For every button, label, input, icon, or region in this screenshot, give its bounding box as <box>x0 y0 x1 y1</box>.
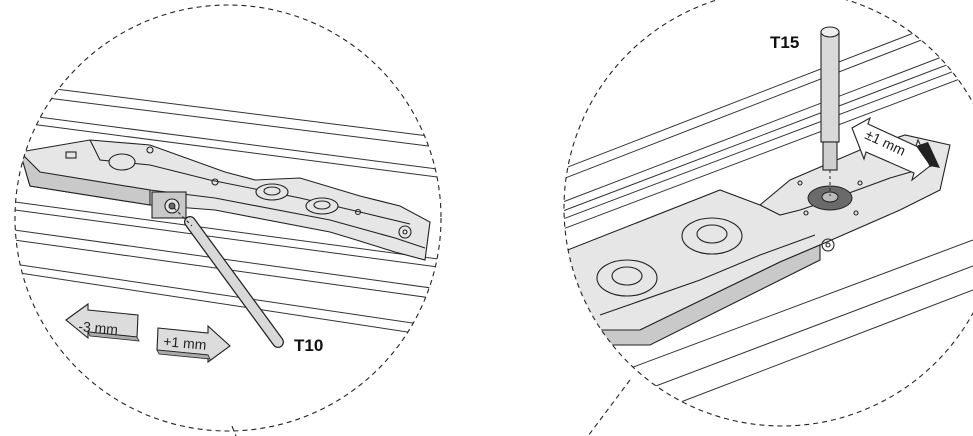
t10-allen-key <box>173 207 284 348</box>
left-window-frame-profile <box>15 81 441 364</box>
t10-tool-label: T10 <box>294 336 323 355</box>
right-detail-circle <box>563 0 973 436</box>
right-window-frame-profile <box>564 9 973 411</box>
left-detail-leader <box>231 425 237 436</box>
plus-1mm-label: +1 mm <box>163 333 207 353</box>
minus-3mm-arrow <box>65 302 140 342</box>
t15-screwdriver <box>820 26 840 196</box>
left-hinge-plate <box>19 139 431 261</box>
right-hinge-plate <box>564 134 951 346</box>
left-detail-border <box>14 4 442 432</box>
plus-minus-1mm-arrow <box>851 116 940 182</box>
right-detail-border <box>563 0 973 427</box>
t15-tool-label: T15 <box>770 33 799 52</box>
right-detail-leader <box>587 379 631 436</box>
left-detail-circle <box>14 4 442 436</box>
plus-1mm-arrow <box>156 324 231 364</box>
minus-3mm-label: -3 mm <box>78 318 119 337</box>
